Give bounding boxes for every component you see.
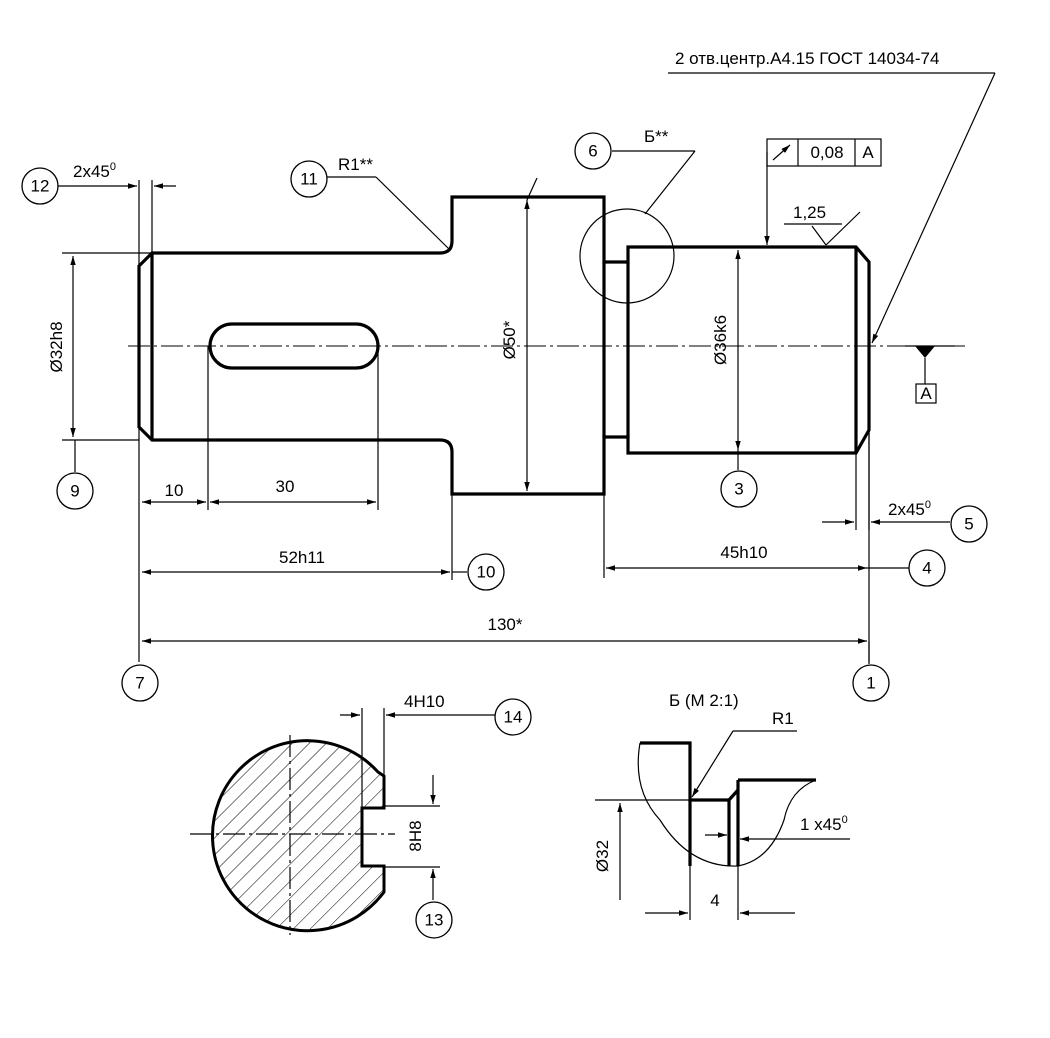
roughness-label: 1,25: [793, 203, 826, 222]
callout-6: 6: [574, 132, 612, 170]
callout-5: 5: [950, 505, 988, 543]
dim-10-30: 10 30: [142, 346, 379, 510]
dia-right-label: Ø36k6: [711, 315, 730, 365]
dim-dia-mid: Ø50*: [500, 177, 538, 491]
svg-text:9: 9: [70, 482, 79, 501]
svg-text:13: 13: [425, 911, 444, 930]
datum-symbol: A: [905, 345, 955, 404]
callout-9: 9: [56, 440, 94, 510]
dia-mid-label: Ø50*: [500, 320, 519, 359]
callout-13: 13: [415, 901, 453, 939]
dim-130: 130*: [138, 427, 870, 662]
detail-title: Б (М 2:1): [669, 691, 739, 710]
callout-12: 12: [21, 167, 59, 205]
svg-text:7: 7: [135, 674, 144, 693]
radius-main-label: R1**: [338, 155, 373, 174]
svg-text:5: 5: [964, 515, 973, 534]
section-view: 4H10 8H8: [190, 692, 495, 935]
callout-3: 3: [720, 450, 758, 508]
dim-45: 45h10: [603, 437, 867, 578]
svg-text:14: 14: [504, 708, 523, 727]
callout-7: 7: [121, 664, 159, 702]
callout-1: 1: [852, 641, 890, 702]
chamfer-left-label: 2x450: [73, 161, 116, 181]
svg-text:12: 12: [31, 177, 50, 196]
detail-radius-label: R1: [772, 709, 794, 728]
callout-10: 10: [452, 553, 505, 591]
tolerance-frame: 0,08 A: [764, 138, 882, 245]
note-text: 2 отв.центр.А4.15 ГОСТ 14034-74: [675, 49, 939, 68]
dim-130-label: 130*: [488, 615, 523, 634]
dim-45-label: 45h10: [720, 543, 767, 562]
dim-dia-right: Ø36k6: [711, 250, 741, 450]
callout-11: 11: [290, 160, 328, 198]
detail-ref-label: Б**: [644, 127, 669, 146]
dim-chamfer-left: 2x450: [57, 161, 176, 266]
svg-text:1: 1: [866, 674, 875, 693]
dim-10-label: 10: [165, 481, 184, 500]
datum-label: A: [920, 384, 932, 403]
detail-view: Ø32 4 1 x450 Б (М 2:1) R1: [593, 691, 850, 920]
tolerance-value: 0,08: [810, 143, 843, 162]
detail-circle: Б**: [579, 127, 696, 304]
svg-text:11: 11: [300, 170, 318, 189]
svg-text:6: 6: [588, 142, 597, 161]
callout-14: 14: [494, 698, 532, 736]
dim-52: 52h11: [142, 494, 453, 580]
chamfer-right-label: 2x450: [888, 499, 931, 519]
radius-leader: R1**: [326, 155, 451, 251]
dim-30-label: 30: [276, 477, 295, 496]
svg-text:4: 4: [922, 559, 931, 578]
detail-dia-label: Ø32: [593, 840, 612, 872]
note-leader: 2 отв.центр.А4.15 ГОСТ 14034-74: [668, 49, 996, 344]
detail-width-label: 4: [710, 891, 719, 910]
dim-52-label: 52h11: [279, 548, 325, 567]
dia-left-label: Ø32h8: [47, 321, 66, 372]
svg-text:10: 10: [477, 563, 496, 582]
callout-4: 4: [867, 549, 946, 587]
svg-text:3: 3: [734, 480, 743, 499]
dim-chamfer-right: 2x450: [822, 430, 950, 530]
key-depth-label: 8H8: [406, 820, 425, 851]
roughness-mark: 1,25: [784, 203, 861, 246]
tolerance-datum: A: [862, 143, 874, 162]
keyway-slot: [208, 322, 380, 370]
detail-chamfer-label: 1 x450: [800, 814, 848, 834]
key-width-label: 4H10: [404, 692, 445, 711]
